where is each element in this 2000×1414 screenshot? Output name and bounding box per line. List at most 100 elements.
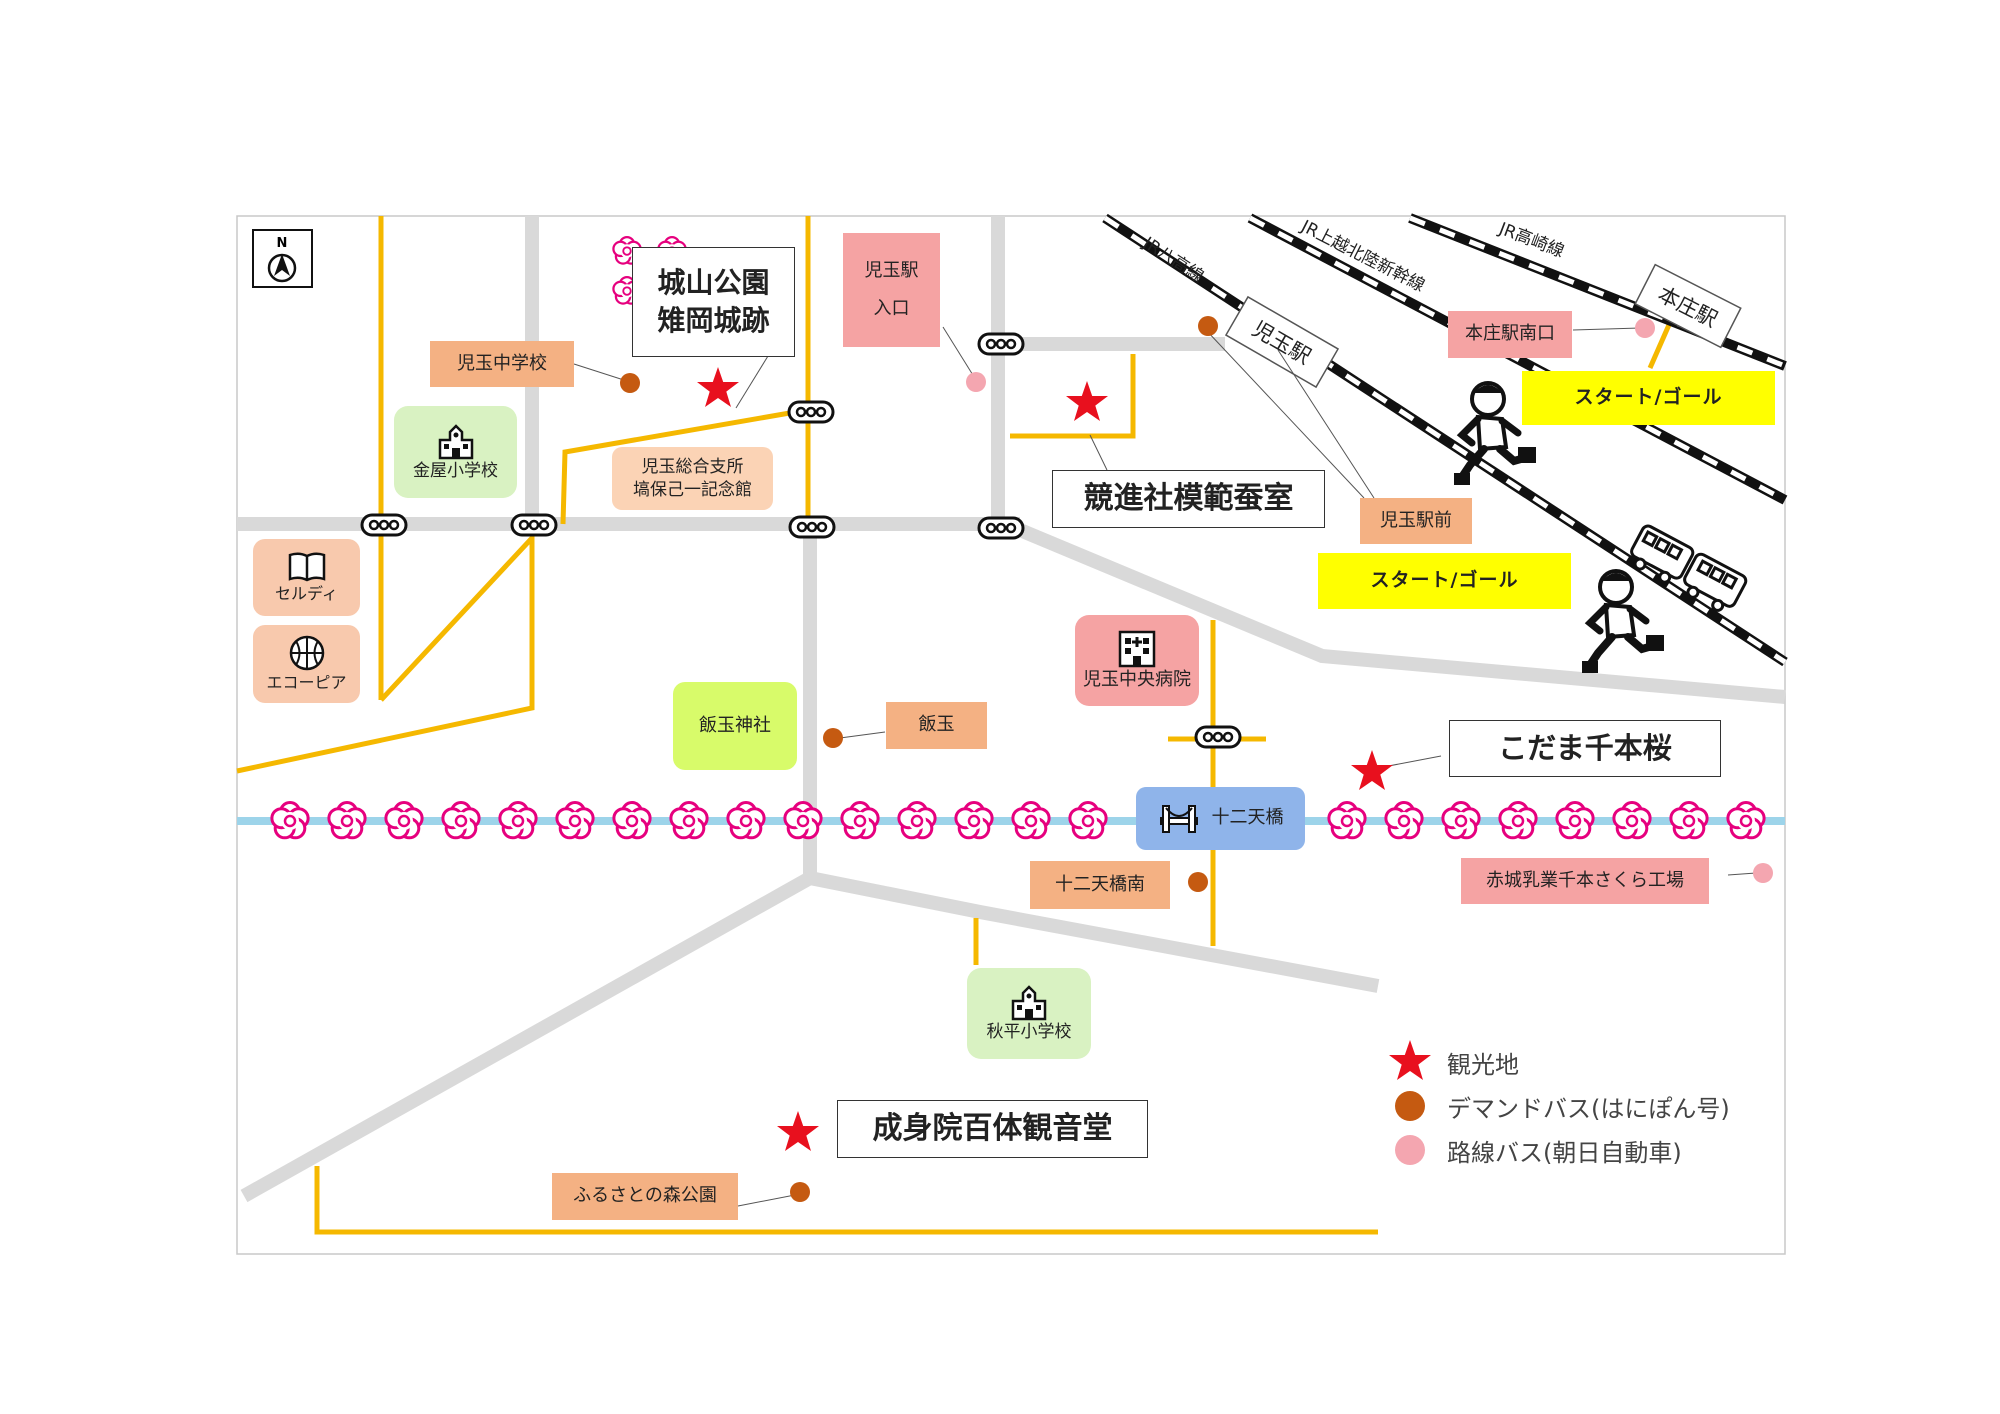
sakura-icon	[1068, 801, 1108, 840]
sakura-icon	[270, 801, 310, 840]
juniten-minami-label: 十二天橋南	[1030, 861, 1170, 909]
sakura-icon	[384, 801, 424, 840]
seldy-label: セルディ	[253, 539, 360, 616]
ecopia-label: エコーピア	[253, 625, 360, 703]
sakura-icon	[954, 801, 994, 840]
kyoshinsha-label: 競進社模範蚕室	[1052, 470, 1325, 528]
school-icon	[438, 423, 473, 459]
demand-bus-dot-icon	[1395, 1091, 1425, 1121]
joyama-park-name: 城山公園	[657, 266, 770, 300]
sakura-icon	[555, 801, 595, 840]
roads	[237, 216, 1786, 1203]
sakura-icon	[327, 801, 367, 840]
sakura-icon	[1441, 801, 1481, 840]
kodama-station-entrance-label: 児玉駅 入口	[843, 233, 940, 347]
star-icon	[1389, 1040, 1431, 1080]
honjo-south-exit-label: 本庄駅南口	[1448, 311, 1572, 358]
kodama-ekimae-label: 児玉駅前	[1360, 498, 1472, 544]
hanawa-memorial-name: 塙保己一記念館	[633, 479, 752, 500]
kodama-branch-office-name: 児玉総合支所	[641, 456, 744, 477]
traffic-signal-icon	[510, 513, 558, 537]
compass-icon: N	[252, 229, 313, 288]
sakura-icon	[612, 801, 652, 840]
basketball-icon	[289, 635, 324, 671]
leader-lines	[573, 326, 1771, 1207]
juniten-bridge-label: 十二天橋	[1136, 787, 1305, 850]
legend: 観光地 デマンドバス(はにぽん号) 路線バス(朝日自動車)	[1385, 1040, 1730, 1172]
runner-icon-2	[1582, 571, 1664, 673]
sakura-icon	[498, 801, 538, 840]
rail-label-hachiko: JR八高線	[1138, 233, 1207, 287]
sakura-icon	[1669, 801, 1709, 840]
route-bus-dot-icon	[1395, 1135, 1425, 1165]
joyama-park-label: 城山公園 雉岡城跡	[632, 247, 795, 357]
route-bus-stop-icon	[1635, 318, 1655, 338]
demand-bus-stop-icon	[620, 373, 640, 393]
traffic-signal-icon	[360, 513, 408, 537]
legend-row-route-bus: 路線バス(朝日自動車)	[1385, 1128, 1730, 1172]
kanaya-es-name: 金屋小学校	[413, 460, 498, 481]
map-frame	[236, 215, 1786, 1255]
kodama-hospital-name: 児玉中央病院	[1083, 669, 1191, 691]
kodama-branch-office-label: 児玉総合支所 塙保己一記念館	[612, 447, 773, 510]
start-goal-label-2: スタート/ゴール	[1318, 553, 1571, 609]
iidama-shrine-label: 飯玉神社	[673, 682, 797, 770]
sakura-icon	[1011, 801, 1051, 840]
kodama-station-entrance-line1: 児玉駅	[864, 259, 919, 281]
kodama-station-entrance-line2: 入口	[873, 298, 910, 319]
hospital-icon	[1118, 631, 1156, 668]
start-goal-label-1: スタート/ゴール	[1522, 371, 1775, 425]
sakura-icon	[441, 801, 481, 840]
ecopia-name: エコーピア	[266, 673, 347, 693]
jyoshinin-label: 成身院百体観音堂	[837, 1100, 1148, 1158]
compass-label: N	[277, 236, 288, 251]
joyama-castle-name: 雉岡城跡	[657, 304, 770, 337]
legend-tourist-label: 観光地	[1447, 1050, 1519, 1079]
tourist-star-icon	[697, 367, 739, 407]
akagi-factory-label: 赤城乳業千本さくら工場	[1461, 858, 1709, 904]
iidama-stop-label: 飯玉	[886, 702, 987, 749]
book-icon	[288, 552, 325, 582]
traffic-signal-icon	[787, 400, 835, 424]
kodama-jhs-label: 児玉中学校	[430, 341, 574, 387]
sakura-icon	[1384, 801, 1424, 840]
kodama-senbonzakura-label: こだま千本桜	[1449, 720, 1721, 777]
route-bus-stop-icon	[1753, 863, 1773, 883]
sakura-icon	[726, 801, 766, 840]
tourist-star-icon	[1351, 750, 1393, 790]
bridge-icon	[1159, 804, 1198, 833]
sakura-icon	[1612, 801, 1652, 840]
legend-route-bus-label: 路線バス(朝日自動車)	[1447, 1138, 1682, 1167]
tourist-star-icon	[777, 1111, 819, 1151]
sakura-icon	[1498, 801, 1538, 840]
legend-row-demand-bus: デマンドバス(はにぽん号)	[1385, 1084, 1730, 1128]
akihira-es-name: 秋平小学校	[986, 1022, 1072, 1043]
route-bus-stop-icon	[966, 372, 986, 392]
kodama-hospital-label: 児玉中央病院	[1075, 615, 1199, 706]
sakura-icon	[840, 801, 880, 840]
traffic-signal-icon	[977, 516, 1025, 540]
legend-row-tourist: 観光地	[1385, 1040, 1730, 1084]
demand-bus-stop-icon	[1198, 316, 1218, 336]
sakura-icon	[1327, 801, 1367, 840]
station-kodama: 児玉駅	[1224, 295, 1340, 389]
sakura-icon	[669, 801, 709, 840]
furusato-park-label: ふるさとの森公園	[552, 1173, 738, 1220]
bus-stops	[620, 316, 1773, 1202]
train-icon	[1630, 524, 1748, 612]
traffic-signal-icon	[1194, 725, 1242, 749]
traffic-signal-icon	[977, 332, 1025, 356]
legend-demand-bus-label: デマンドバス(はにぽん号)	[1447, 1094, 1730, 1123]
sakura-icon	[1555, 801, 1595, 840]
school-icon	[1011, 985, 1047, 1021]
juniten-bridge-name: 十二天橋	[1211, 807, 1284, 829]
sakura-icon	[1726, 801, 1766, 840]
akihira-es-label: 秋平小学校	[967, 968, 1091, 1059]
seldy-name: セルディ	[275, 583, 338, 603]
demand-bus-stop-icon	[1188, 872, 1208, 892]
tourist-star-icon	[1066, 381, 1108, 421]
bus-routes	[236, 216, 1675, 1235]
demand-bus-stop-icon	[790, 1182, 810, 1202]
demand-bus-stop-icon	[823, 728, 843, 748]
